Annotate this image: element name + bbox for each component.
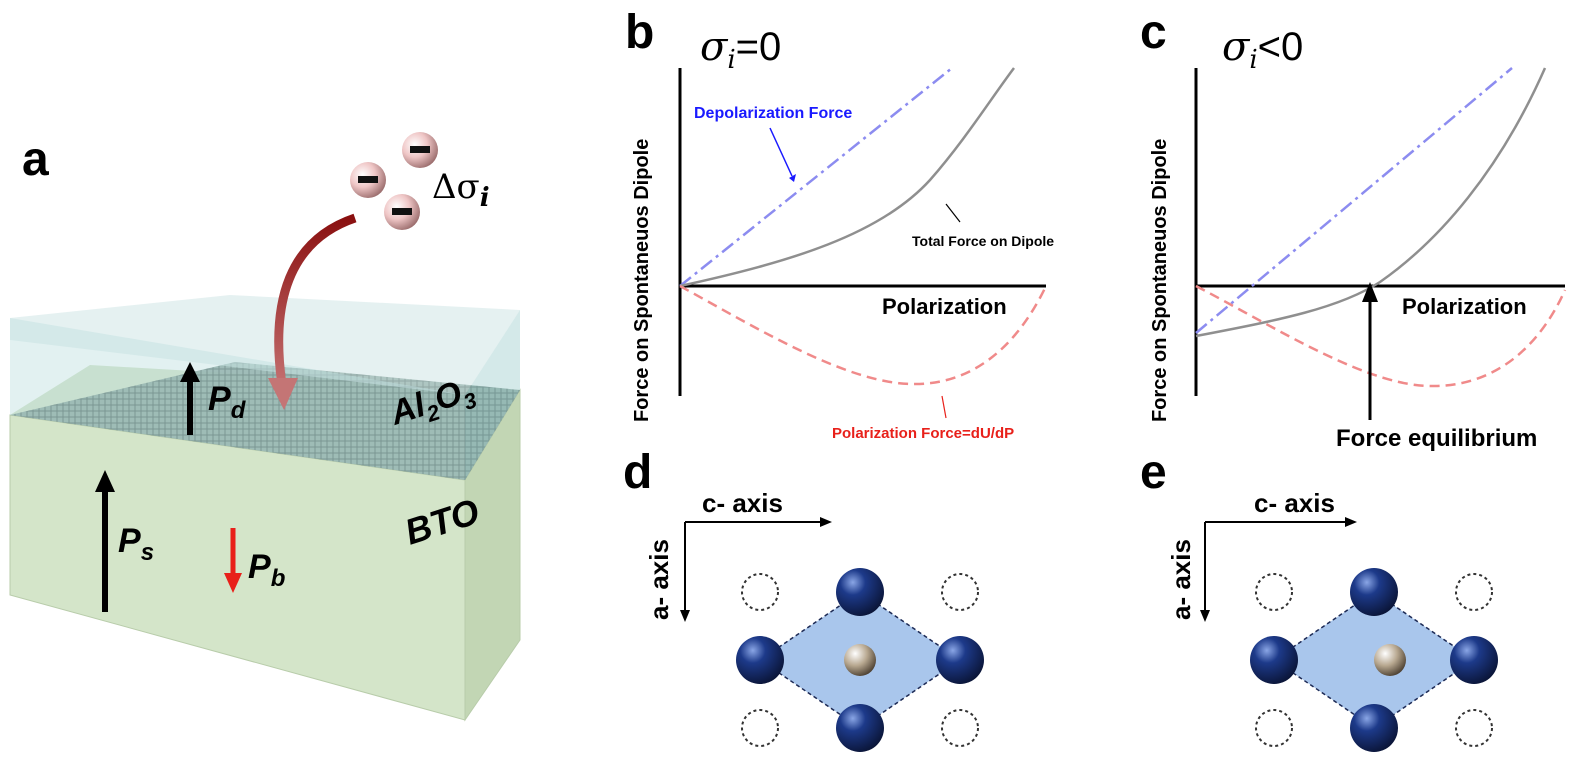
panel-c-condition: σi<0 [1222,24,1303,75]
panel-d: d c- axis a- axis [623,446,984,752]
panel-d-vacancy [741,573,779,611]
panel-e-oxygen-atom [1350,704,1398,752]
panel-c-total-curve [1195,67,1547,338]
panel-e-vacancy [1455,573,1493,611]
panel-c-xlabel: Polarization [1402,294,1527,319]
panel-d-letter: d [623,446,652,499]
panel-b-total-curve [679,67,1016,288]
panel-c-ylabel: Force on Spontaneuos Dipole [1149,139,1171,422]
panel-b-depolarization-pointer-head [789,174,796,182]
panel-b-polarization-curve [679,284,1048,386]
panel-d-vacancy [741,709,779,747]
charge-transfer-arrow-head [268,378,298,410]
panel-e-oxygen-atom [1350,568,1398,616]
panel-c-letter: c [1140,6,1167,59]
panel-b-ylabel: Force on Spontaneuos Dipole [631,139,653,422]
ion-2 [402,132,438,168]
delta-sigma-label: Δσi [432,167,490,213]
panel-d-vacancy [941,573,979,611]
panel-d-a-axis-label: a- axis [644,539,674,620]
panel-b-total-pointer [945,203,961,223]
panel-e-vacancy [1255,709,1293,747]
panel-b-depolarization-curve [679,67,953,287]
pb-arrow-head [224,573,242,593]
panel-b-depolarization-pointer [769,127,793,177]
panel-a-letter: a [22,133,49,186]
panel-e-a-axis-label: a- axis [1166,539,1196,620]
panel-b-letter: b [625,6,654,59]
panel-e-oxygen-atom [1450,636,1498,684]
pd-label: Pd [208,380,247,424]
ps-label: Ps [118,522,154,566]
panel-e-vacancy [1455,709,1493,747]
panel-d-center-atom [844,644,876,676]
panel-e-letter: e [1140,446,1167,499]
panel-e: e c- axis a- axis [1140,446,1498,752]
panel-e-oxygen-atom [1250,636,1298,684]
panel-e-c-axis-label: c- axis [1254,488,1335,518]
interface-mesh [10,362,520,480]
charge-transfer-arrow [274,213,357,386]
panel-d-c-axis-label: c- axis [702,488,783,518]
panel-c: c σi<0 Force on Spontaneuos Dipole Polar… [1140,6,1567,452]
panel-b-condition: σi=0 [700,24,781,75]
ion-1 [350,162,386,198]
ps-arrow-head [95,470,115,492]
pd-arrow-head [180,362,200,382]
panel-e-vacancy [1255,573,1293,611]
pb-label: Pb [248,548,285,592]
panel-b-total-label: Total Force on Dipole [912,233,1054,249]
equilibrium-arrow-head [1362,282,1378,302]
panel-d-c-axis-arrow-head [820,517,832,527]
panel-a: a Δσi Pd [9,132,521,722]
panel-b: b σi=0 Force on Spontaneuos Dipole Polar… [625,6,1054,442]
panel-b-xlabel: Polarization [882,294,1007,319]
panel-d-oxygen-atom [736,636,784,684]
panel-e-a-axis-arrow-head [1200,610,1210,622]
ion-3 [384,194,420,230]
panel-e-c-axis-arrow-head [1345,517,1357,527]
panel-e-center-atom [1374,644,1406,676]
panel-b-depolarization-label: Depolarization Force [694,105,852,122]
panel-d-vacancy [941,709,979,747]
panel-d-a-axis-arrow-head [680,610,690,622]
panel-b-polarization-pointer [941,395,947,419]
panel-c-polarization-curve [1195,284,1567,388]
al2o3-front-face [10,318,465,480]
panel-d-oxygen-atom [836,568,884,616]
panel-d-oxygen-atom [836,704,884,752]
al2o3-top-face [10,295,520,395]
panel-d-oxygen-atom [936,636,984,684]
al2o3-side-face [465,310,520,480]
panel-c-depolarization-curve [1195,67,1513,334]
panel-b-polarization-label: Polarization Force=dU/dP [832,425,1014,442]
equilibrium-label: Force equilibrium [1336,425,1537,452]
